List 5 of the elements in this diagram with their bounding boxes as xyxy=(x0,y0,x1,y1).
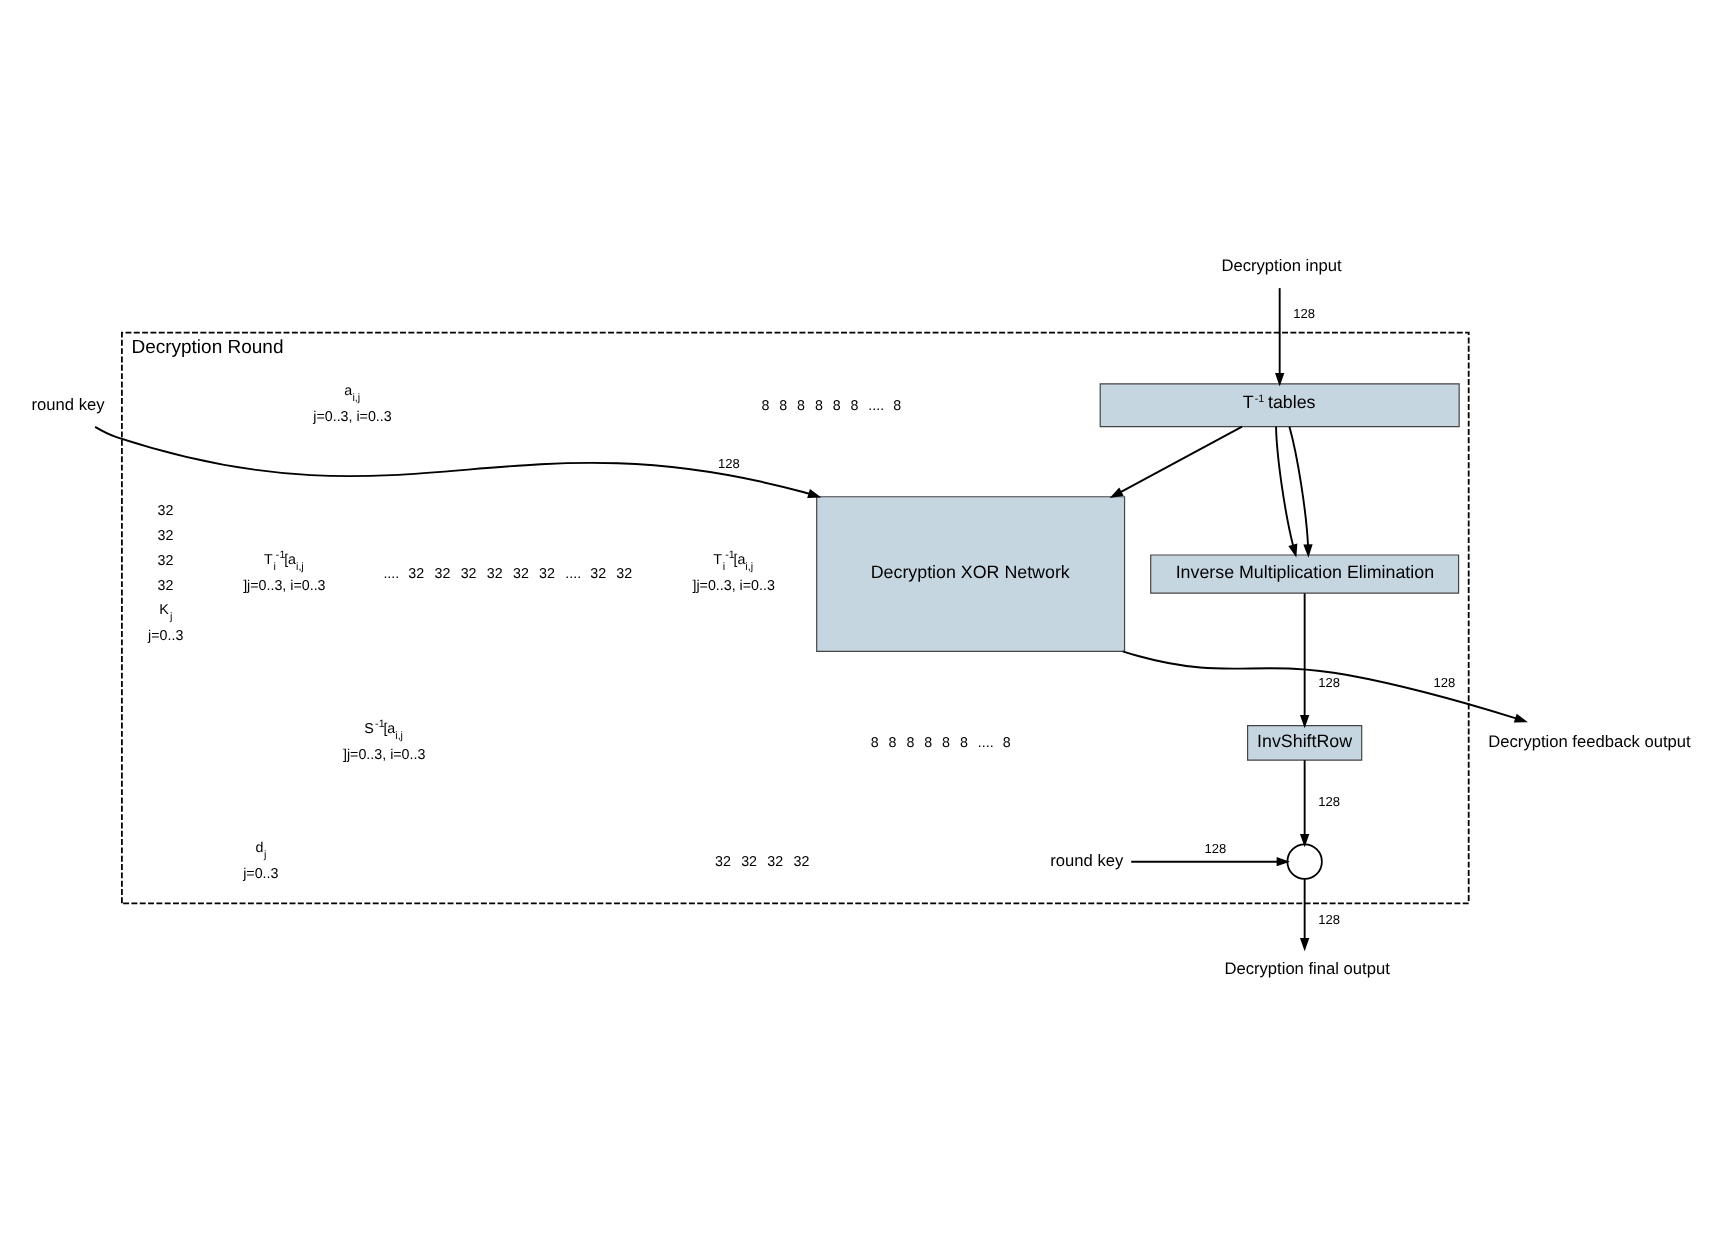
node-text: Decryption final output xyxy=(1224,958,1390,979)
node-text: Decryption feedback output xyxy=(1488,731,1691,752)
node-text: round key xyxy=(1050,850,1124,871)
node-text: round key xyxy=(31,393,105,414)
node-text: Decryption input xyxy=(1221,254,1342,275)
